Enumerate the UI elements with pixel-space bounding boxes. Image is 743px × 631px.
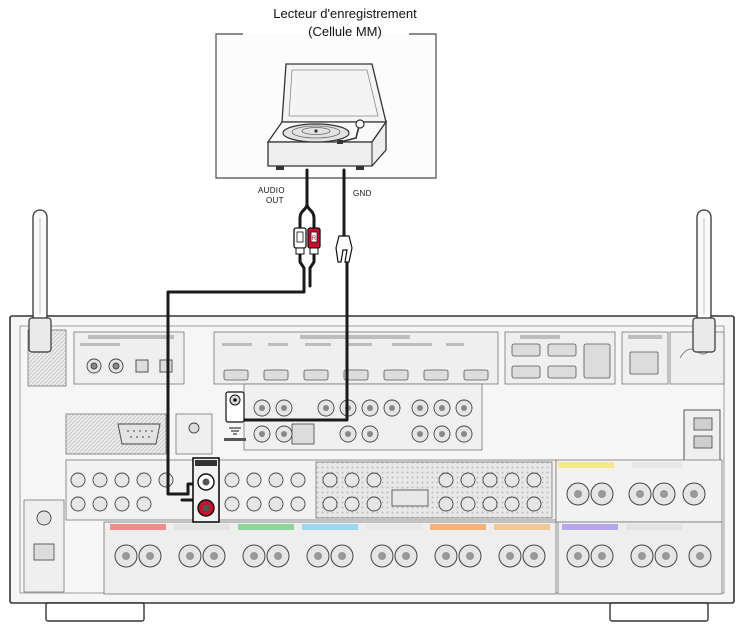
rca-plug-icon bbox=[293, 227, 307, 260]
rca-plug-icon: R bbox=[307, 227, 321, 260]
receiver-foot-right bbox=[609, 602, 709, 622]
gnd-label: GND bbox=[353, 189, 372, 198]
audio-out-label-line2: OUT bbox=[266, 196, 284, 205]
audio-out-label: AUDIO bbox=[258, 186, 285, 195]
source-device-subtitle: (Cellule MM) bbox=[308, 24, 382, 39]
receiver-ground-terminal bbox=[224, 391, 246, 441]
svg-text:R: R bbox=[312, 236, 317, 242]
antenna-icon bbox=[28, 209, 52, 353]
receiver-phono-input bbox=[192, 457, 220, 523]
ground-terminal-icon bbox=[335, 235, 353, 263]
turntable-icon bbox=[266, 63, 388, 170]
receiver-foot-left bbox=[45, 602, 145, 622]
source-device-title: Lecteur d'enregistrement bbox=[273, 6, 417, 21]
antenna-icon bbox=[692, 209, 716, 353]
av-receiver-rear-panel bbox=[9, 315, 735, 604]
